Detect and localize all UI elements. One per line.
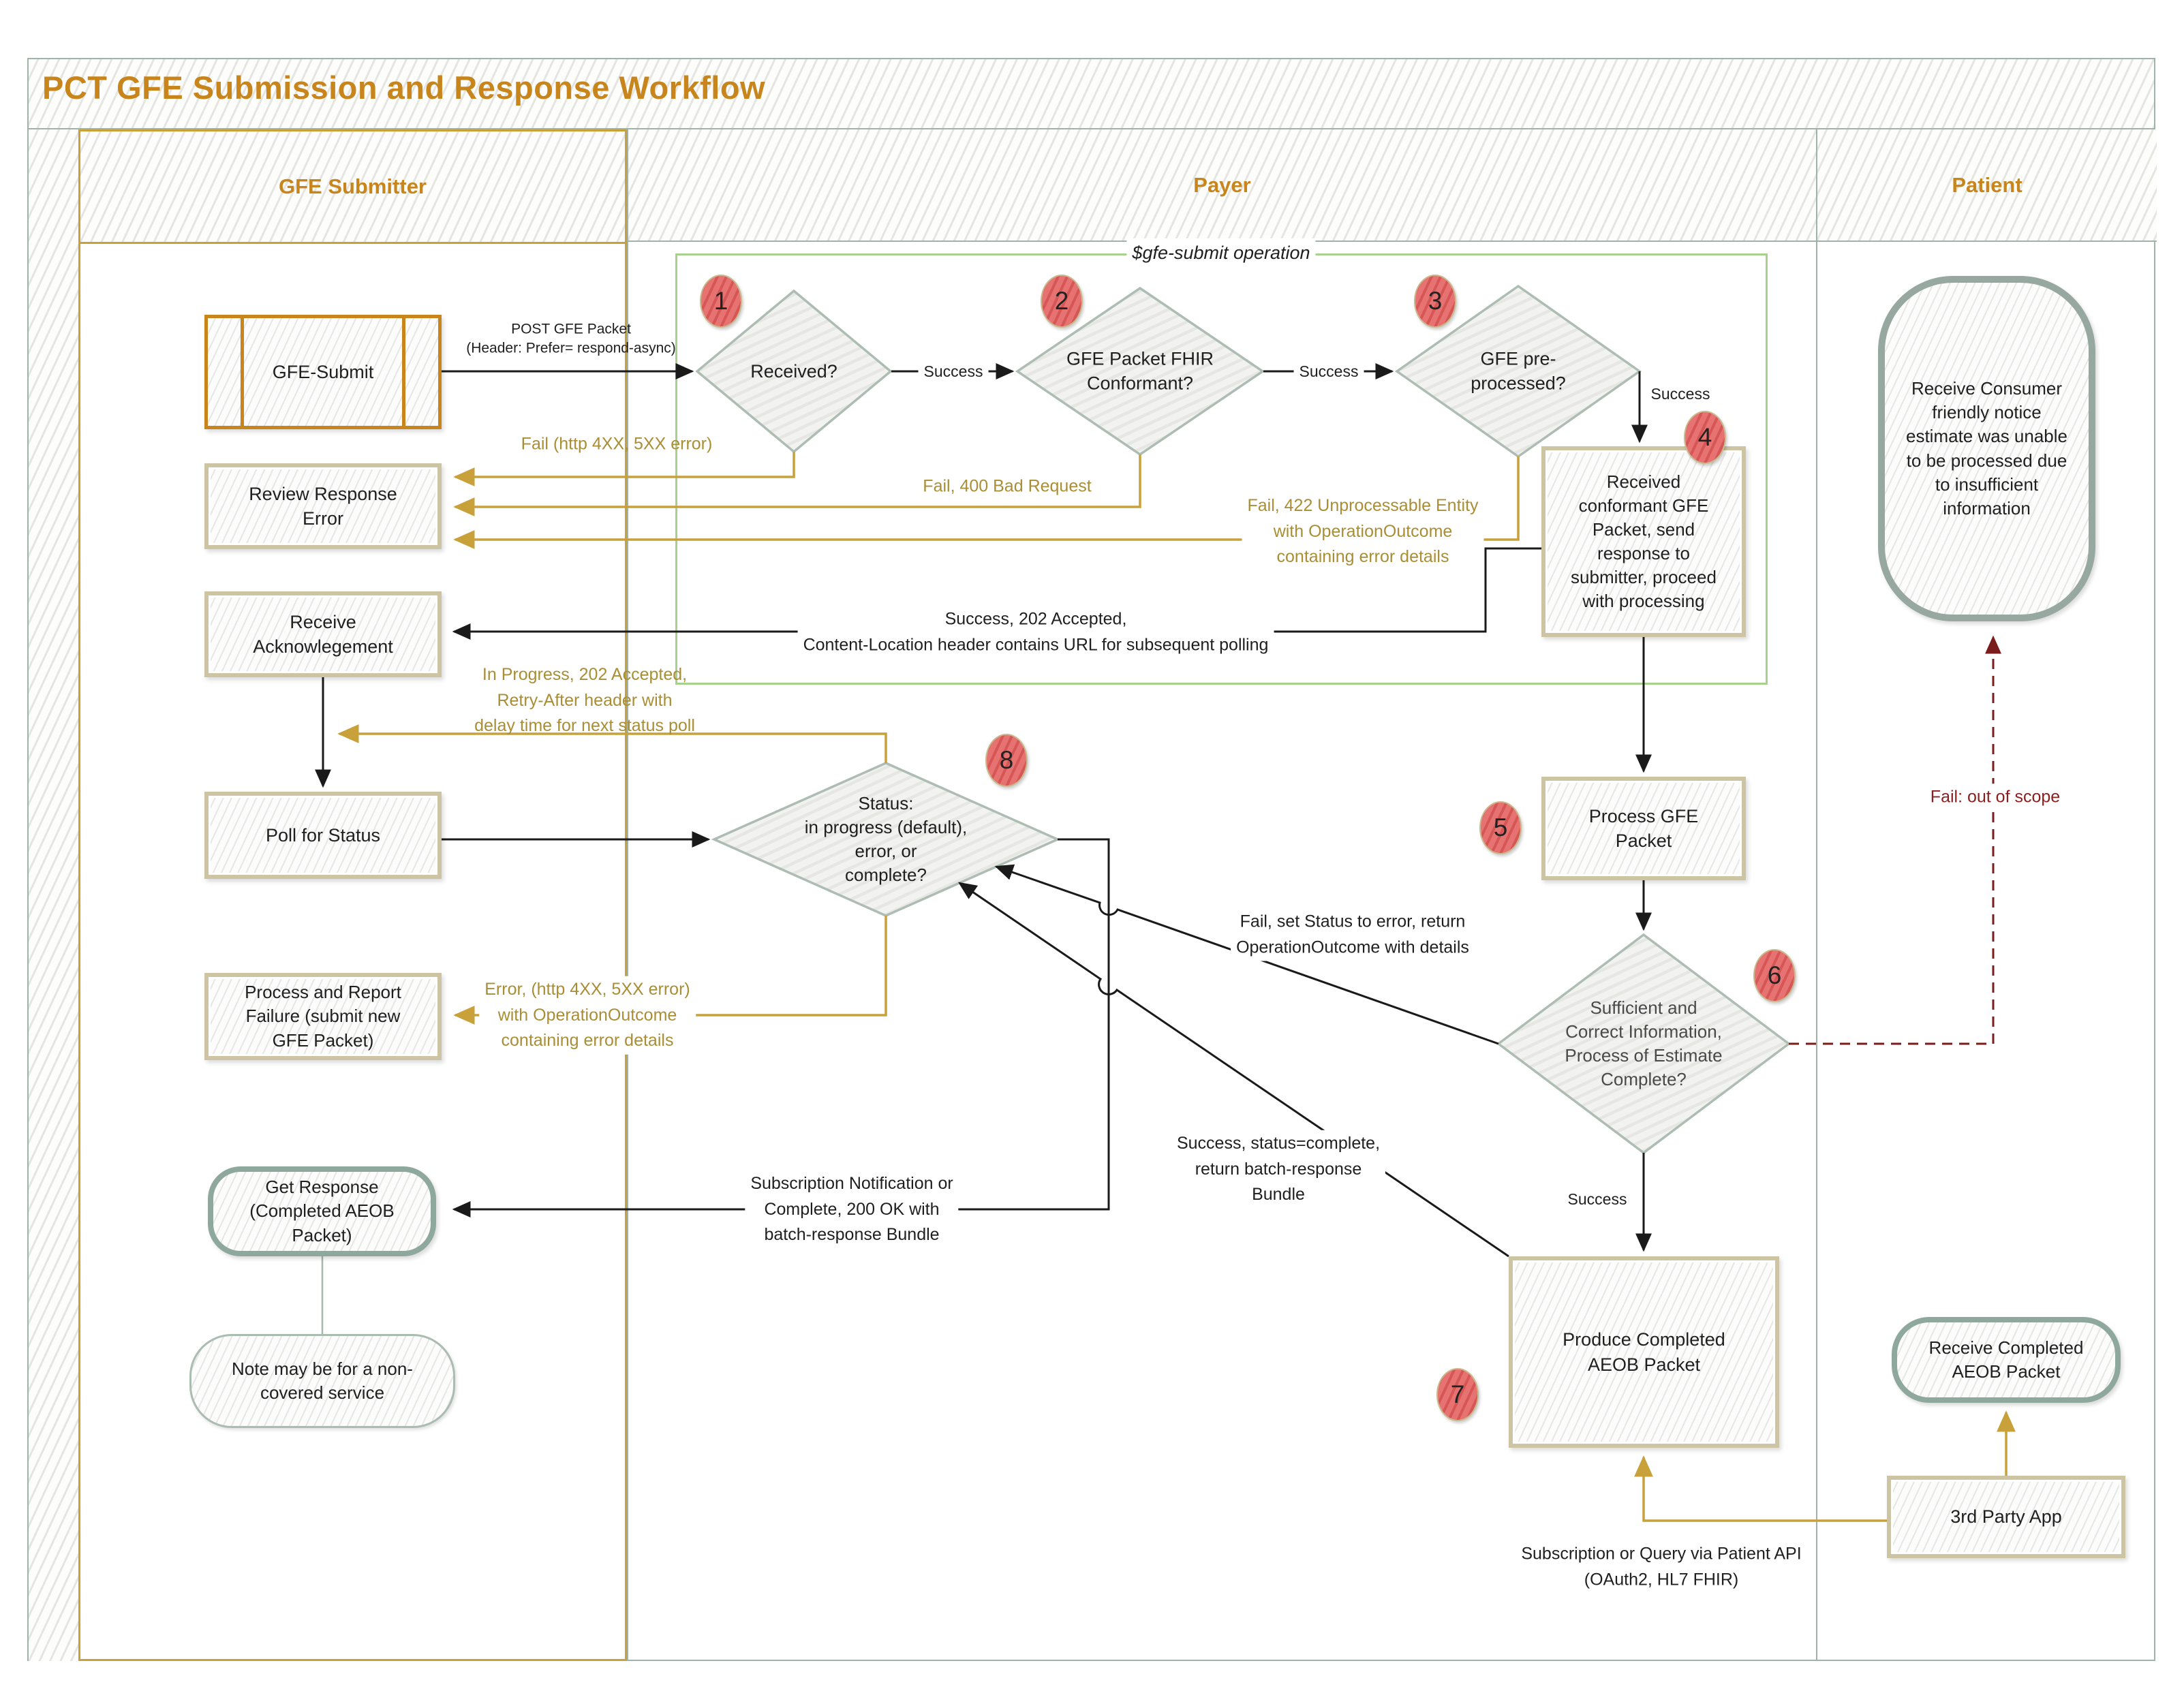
- edge-label-fail-out-of-scope: Fail: out of scope: [1924, 784, 2066, 811]
- edge-label-success-2: Success: [1293, 358, 1364, 384]
- node-received-conformant: Received conformant GFE Packet, send res…: [1541, 446, 1746, 637]
- edge-label-fail-http: Fail (http 4XX, 5XX error): [521, 434, 713, 454]
- edge-label-fail-400: Fail, 400 Bad Request: [923, 476, 1092, 496]
- node-receive-acknowlegement: Receive Acknowlegement: [204, 591, 442, 677]
- edge-fail-http: [453, 452, 795, 486]
- node-poll-for-status: Poll for Status: [204, 792, 442, 879]
- node-process-gfe-packet: Process GFE Packet: [1541, 777, 1746, 880]
- step-badge-5: 5: [1479, 801, 1522, 854]
- diamond-label-received: Received?: [750, 360, 837, 382]
- lane-header-patient: Patient: [1817, 129, 2157, 242]
- step-badge-6: 6: [1753, 949, 1796, 1002]
- diamond-label-status: Status: in progress (default), error, or…: [804, 792, 968, 886]
- node-note-non-covered: Note may be for a non- covered service: [189, 1334, 455, 1428]
- edge-label-fail-set-status: Fail, set Status to error, return Operat…: [1231, 908, 1475, 961]
- node-produce-aeob: Produce Completed AEOB Packet: [1509, 1256, 1779, 1448]
- edge-label-success-3: Success: [1650, 384, 1710, 403]
- node-label: Review Response Error: [249, 483, 397, 529]
- gfe-submit-right-bar: [402, 318, 405, 426]
- edge-in-progress: [337, 724, 887, 763]
- node-label: Receive Consumer friendly notice estimat…: [1905, 378, 2068, 518]
- step-badge-7: 7: [1436, 1368, 1479, 1421]
- step-badge-4: 4: [1684, 411, 1726, 464]
- node-review-response-error: Review Response Error: [204, 463, 442, 549]
- node-patient-notice: Receive Consumer friendly notice estimat…: [1878, 276, 2095, 621]
- edge-fail-set-status: [994, 864, 1499, 1045]
- edge-label-error-http: Error, (http 4XX, 5XX error) with Operat…: [479, 976, 696, 1055]
- node-label: Poll for Status: [265, 824, 381, 845]
- node-label: Produce Completed AEOB Packet: [1563, 1329, 1725, 1375]
- edge-label-subscription-complete: Subscription Notification or Complete, 2…: [745, 1170, 959, 1249]
- node-label: Process and Report Failure (submit new G…: [245, 982, 401, 1051]
- lane-header-payer: Payer: [628, 129, 1816, 242]
- step-badge-8: 8: [985, 734, 1028, 787]
- step-badge-3: 3: [1414, 275, 1456, 328]
- node-label: Receive Completed AEOB Packet: [1928, 1337, 2084, 1382]
- edge-label-post-gfe: POST GFE Packet (Header: Prefer= respond…: [466, 321, 676, 356]
- node-label: Receive Acknowlegement: [253, 611, 393, 657]
- lane-label-patient: Patient: [1952, 172, 2022, 197]
- edge-label-success-complete: Success, status=complete, return batch-r…: [1171, 1130, 1386, 1209]
- lane-payer: Payer: [627, 129, 1816, 1661]
- group-label: $gfe-submit operation: [1126, 238, 1316, 268]
- edge-label-success-1: Success: [918, 358, 989, 384]
- lane-label-gfe-submitter: GFE Submitter: [278, 174, 427, 198]
- lane-header-gfe-submitter: GFE Submitter: [80, 131, 625, 244]
- edge-fail-422: [453, 456, 1520, 549]
- node-label: GFE-Submit: [272, 361, 374, 382]
- lane-patient: Patient: [1816, 129, 2157, 1661]
- lane-label-payer: Payer: [1193, 172, 1251, 197]
- page-title: PCT GFE Submission and Response Workflow: [42, 69, 766, 106]
- node-label: 3rd Party App: [1950, 1506, 2062, 1527]
- node-label: Received conformant GFE Packet, send res…: [1571, 471, 1717, 612]
- node-label: Get Response (Completed AEOB Packet): [249, 1177, 395, 1245]
- diamond-label-fhir-conformant: GFE Packet FHIR Conformant?: [1066, 348, 1214, 394]
- edge-label-subscription-query: Subscription or Query via Patient API (O…: [1521, 1544, 1802, 1589]
- edge-label-in-progress: In Progress, 202 Accepted, Retry-After h…: [474, 664, 695, 735]
- gfe-submit-left-bar: [241, 318, 244, 426]
- node-label: Process GFE Packet: [1588, 805, 1699, 851]
- node-receive-completed-aeob: Receive Completed AEOB Packet: [1892, 1317, 2121, 1403]
- edge-label-fail-422: Fail, 422 Unprocessable Entity with Oper…: [1242, 492, 1484, 571]
- edge-fail-400: [453, 454, 1141, 516]
- edge-label-success-202: Success, 202 Accepted, Content-Location …: [797, 606, 1274, 659]
- edge-success-complete: [958, 882, 1509, 1258]
- title-band: [27, 58, 2155, 129]
- node-label: Note may be for a non- covered service: [232, 1358, 413, 1403]
- edge-label-success-4: Success: [1567, 1190, 1627, 1208]
- lane-gfe-submitter: GFE Submitter: [78, 129, 627, 1661]
- step-badge-2: 2: [1041, 275, 1083, 328]
- node-third-party-app: 3rd Party App: [1887, 1476, 2125, 1558]
- node-process-report-failure: Process and Report Failure (submit new G…: [204, 973, 442, 1060]
- diamond-label-preprocessed: GFE pre- processed?: [1471, 348, 1566, 394]
- pool-left-spine: [27, 129, 78, 1661]
- node-get-response: Get Response (Completed AEOB Packet): [208, 1166, 436, 1256]
- step-badge-1: 1: [700, 275, 742, 328]
- edge-fail-out-of-scope: [1789, 635, 2001, 1045]
- node-gfe-submit: GFE-Submit: [204, 315, 442, 429]
- diamond-label-sufficient: Sufficient and Correct Information, Proc…: [1565, 997, 1723, 1090]
- edge-thirdparty-to-produce: [1634, 1455, 1887, 1522]
